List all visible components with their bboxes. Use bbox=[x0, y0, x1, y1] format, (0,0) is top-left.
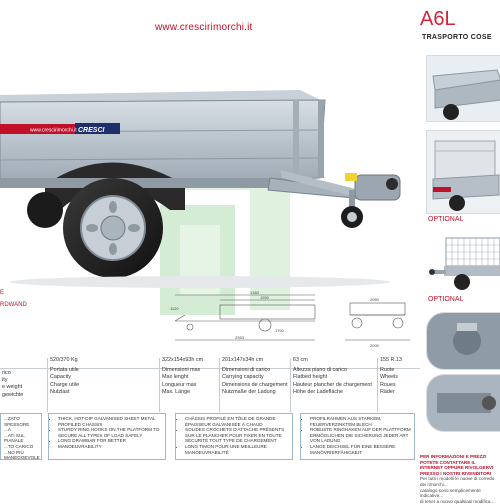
features-de: PROFILRAHMEN AUS STARKEM, FEUERVERZINKTE… bbox=[300, 413, 415, 460]
thumb-detail-1 bbox=[426, 312, 500, 370]
thumb-detail-2 bbox=[426, 374, 500, 432]
features-fr: CHÂSSIS PROFILÉ EN TÔLE DE GRANDE ÉPAISS… bbox=[175, 413, 293, 460]
model-subtitle: TRASPORTO COSE bbox=[422, 34, 492, 41]
dim-1700: 1700 bbox=[275, 328, 285, 333]
dim-1383: 1383 bbox=[250, 290, 260, 295]
dim-2353: 2353 bbox=[235, 335, 245, 340]
dim-2060: 2060 bbox=[370, 297, 380, 302]
thumb-trailer-cover bbox=[426, 130, 500, 214]
red-label-1: E bbox=[0, 290, 5, 296]
dim-1120: 1120 bbox=[170, 306, 179, 311]
spec-sep-4 bbox=[290, 358, 291, 412]
spec-sep-2 bbox=[159, 358, 160, 412]
website-url[interactable]: www.crescirimorchi.it bbox=[155, 22, 253, 33]
spec-top-rule bbox=[0, 368, 420, 369]
spec-sep-1 bbox=[47, 358, 48, 412]
technical-drawing: 1383 1550 2353 1700 2060 2000 1120 bbox=[170, 290, 410, 348]
info-text: PER INFORMAZIONI E PREZZI POTETE CONTATT… bbox=[420, 454, 495, 504]
trailer-photo: www.crescirimorchi.it CRESCI bbox=[0, 90, 401, 288]
thumb-trailer-top bbox=[426, 55, 500, 122]
thumb-trailer-mesh bbox=[426, 232, 500, 292]
side-logo-text: CRESCI bbox=[78, 127, 106, 134]
model-title: A6L bbox=[420, 8, 456, 30]
spec-sep-3 bbox=[219, 358, 220, 412]
features-en: THICK, HOT-DIP GALVANISED SHEET METAL PR… bbox=[48, 413, 166, 460]
dim-1550: 1550 bbox=[260, 295, 270, 300]
optional-label-2: OPTIONAL bbox=[428, 296, 464, 303]
red-label-2: RDWAND bbox=[0, 302, 27, 308]
spec-sep-5 bbox=[377, 358, 378, 412]
optional-label-1: OPTIONAL bbox=[428, 216, 464, 223]
features-it: ...ZATO SPESSORE...A...ATI SUL PIANALE..… bbox=[0, 413, 42, 460]
side-url-text: www.crescirimorchi.it bbox=[30, 128, 77, 134]
dim-2000: 2000 bbox=[370, 343, 380, 348]
